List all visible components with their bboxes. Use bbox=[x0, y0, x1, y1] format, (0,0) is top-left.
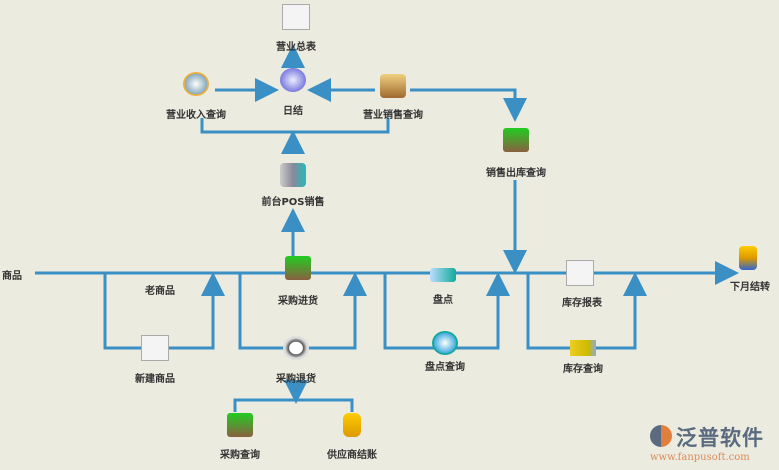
brand-url: www.fanpusoft.com bbox=[650, 452, 750, 463]
label-stocktake: 盘点 bbox=[433, 295, 453, 306]
stock-report-icon[interactable] bbox=[566, 260, 594, 286]
label-stock-report: 库存报表 bbox=[562, 298, 602, 309]
label-purchase-return: 采购退货 bbox=[276, 374, 316, 385]
search-icon[interactable] bbox=[183, 72, 209, 96]
label-income-query: 营业收入查询 bbox=[166, 110, 226, 121]
label-daily: 日结 bbox=[283, 106, 303, 117]
carry-over-icon[interactable] bbox=[739, 246, 757, 270]
label-outbound-query: 销售出库查询 bbox=[486, 168, 546, 179]
label-purchase-query: 采购查询 bbox=[220, 450, 260, 461]
label-pos: 前台POS销售 bbox=[261, 197, 325, 208]
label-purchase-in: 采购进货 bbox=[278, 296, 318, 307]
brand-name: 泛普软件 bbox=[676, 426, 764, 450]
new-document-icon[interactable] bbox=[141, 335, 169, 361]
label-month-carry: 下月结转 bbox=[730, 282, 770, 293]
purchase-query-icon[interactable] bbox=[227, 413, 253, 437]
pos-terminal-icon[interactable] bbox=[280, 163, 306, 187]
refresh-icon[interactable] bbox=[283, 336, 309, 360]
label-goods: 商品 bbox=[2, 271, 22, 282]
stock-query-icon[interactable] bbox=[570, 340, 596, 356]
watermark-logo: 泛普软件 www.fanpusoft.com bbox=[650, 422, 764, 463]
purchase-box-icon[interactable] bbox=[285, 256, 311, 280]
label-summary: 营业总表 bbox=[276, 42, 316, 53]
label-stocktake-query: 盘点查询 bbox=[425, 362, 465, 373]
report-icon[interactable] bbox=[282, 4, 310, 30]
label-new-goods: 新建商品 bbox=[135, 374, 175, 385]
globe-icon[interactable] bbox=[280, 68, 306, 92]
stocktake-icon[interactable] bbox=[430, 268, 456, 282]
label-sales-query: 营业销售查询 bbox=[363, 110, 423, 121]
outbound-box-icon[interactable] bbox=[503, 128, 529, 152]
stocktake-search-icon[interactable] bbox=[432, 331, 458, 355]
label-stock-query: 库存查询 bbox=[563, 364, 603, 375]
sales-icon[interactable] bbox=[380, 74, 406, 98]
label-old-goods: 老商品 bbox=[145, 286, 175, 297]
brand-logo-icon bbox=[650, 425, 672, 447]
database-icon[interactable] bbox=[343, 413, 361, 437]
label-supplier-settle: 供应商结账 bbox=[327, 450, 377, 461]
